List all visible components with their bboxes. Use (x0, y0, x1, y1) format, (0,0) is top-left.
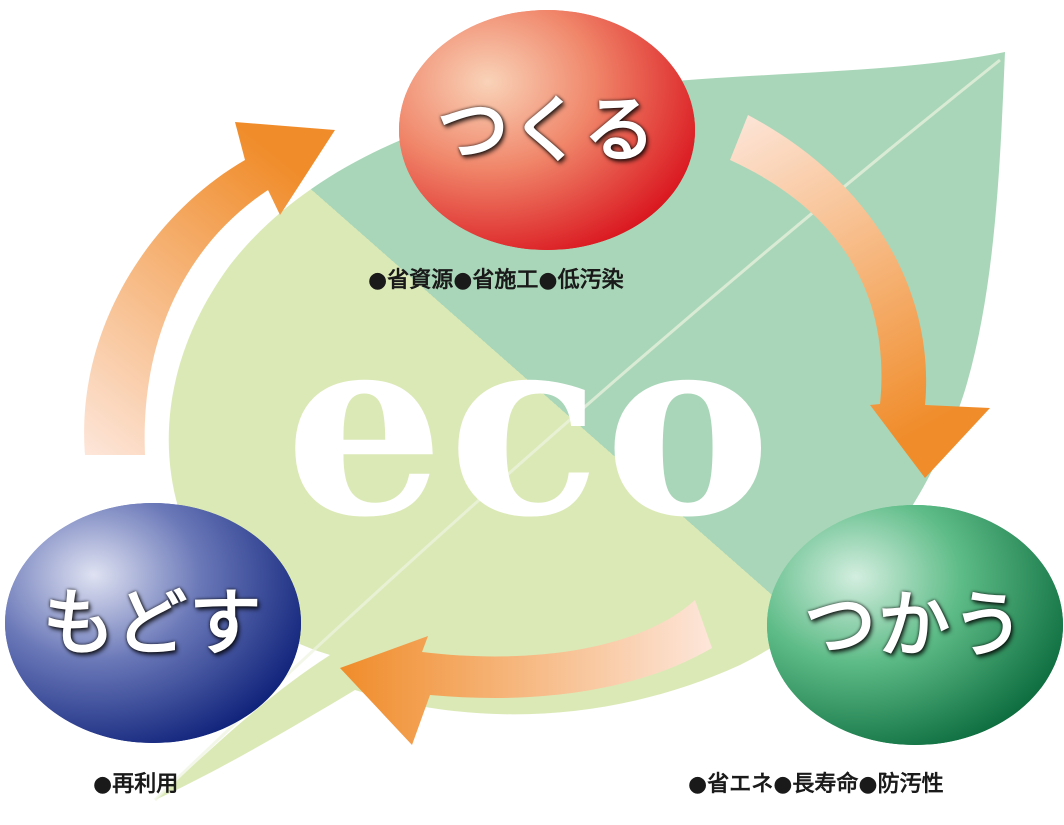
arrow-make-to-use (730, 115, 990, 478)
node-return-caption: ●再利用 (93, 772, 179, 797)
node-use-caption: ●省エネ●長寿命●防汚性 (688, 772, 944, 797)
arrow-use-to-return (340, 600, 712, 745)
node-make-caption: ●省資源●省施工●低汚染 (368, 268, 624, 293)
node-make-label: つくる (436, 88, 658, 172)
node-use-label: つかう (803, 583, 1026, 667)
node-return-label: もどす (42, 581, 264, 665)
eco-word: eco (284, 278, 776, 572)
arrow-return-to-make (84, 122, 336, 455)
